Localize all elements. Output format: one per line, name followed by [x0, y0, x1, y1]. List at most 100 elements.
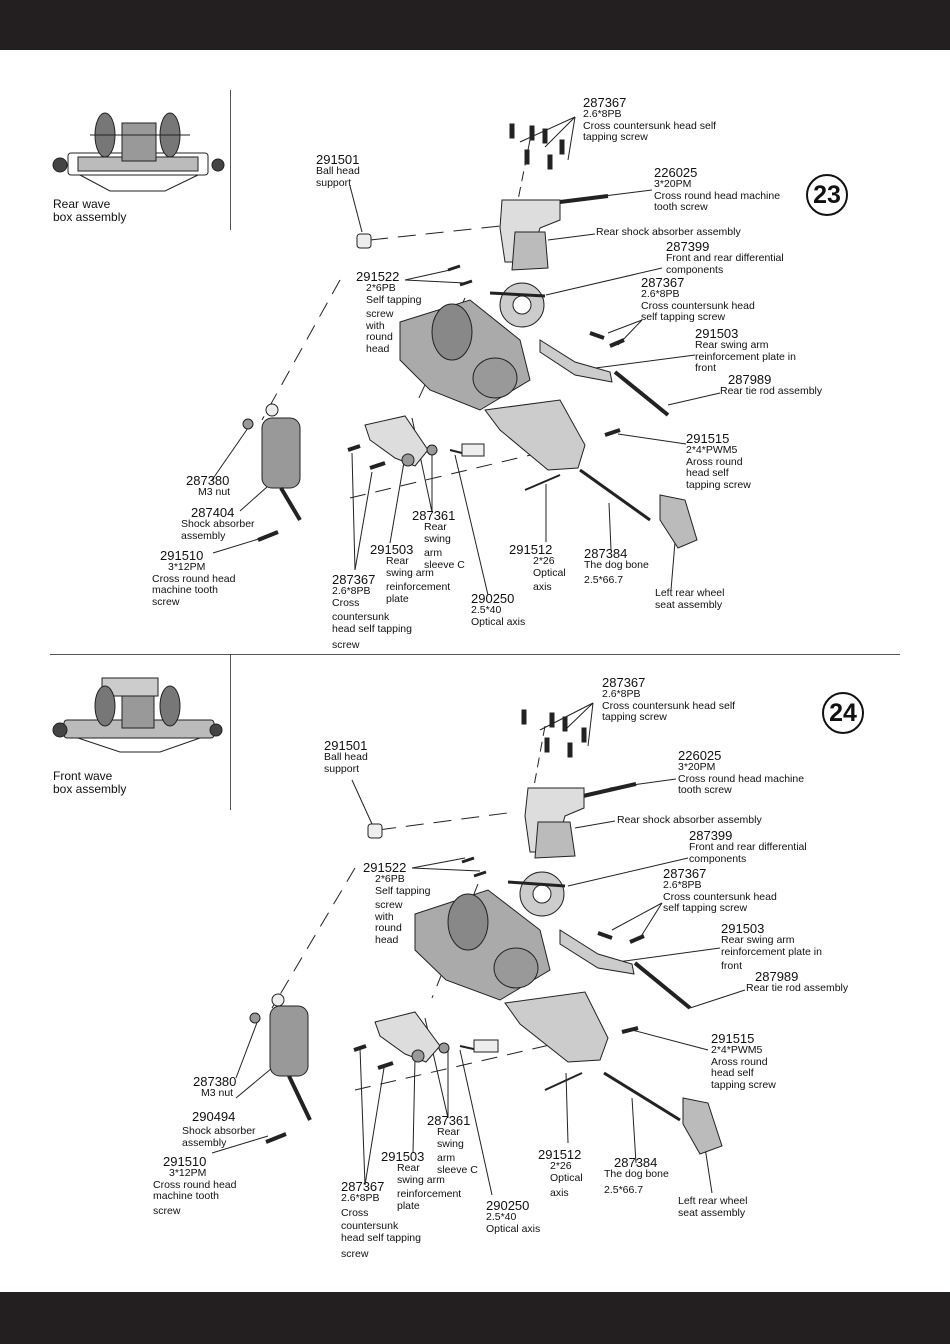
- part-name: front: [721, 960, 743, 972]
- part-name: head: [375, 933, 399, 946]
- label-291503-right: 291503 Rear swing arm reinforcement plat…: [695, 327, 796, 375]
- label-287361: 287361 Rear swing arm sleeve C: [427, 1114, 478, 1176]
- part-name: The dog bone: [584, 559, 649, 571]
- label-rear-shock-assembly: Rear shock absorber assembly: [617, 814, 762, 827]
- part-name: self tapping screw: [663, 902, 748, 914]
- part-number: 291503: [381, 1149, 425, 1164]
- label-291501: 291501 Ball head support: [316, 153, 360, 189]
- part-name: components: [666, 263, 724, 276]
- part-number: 287367: [663, 866, 707, 881]
- part-name: screw: [375, 899, 403, 911]
- part-name: arm: [424, 547, 443, 559]
- part-spec: 2.6*8PB: [583, 108, 622, 120]
- part-name: axis: [550, 1187, 569, 1199]
- part-spec: 3*12PM: [169, 1167, 207, 1179]
- part-number: 287361: [412, 508, 456, 523]
- part-name: tapping screw: [583, 131, 648, 143]
- part-number: 291501: [324, 738, 368, 753]
- part-number: 226025: [678, 748, 722, 763]
- part-name: Optical: [533, 566, 566, 579]
- part-spec: 2.6*8PB: [663, 879, 702, 891]
- part-name: head self: [686, 467, 729, 479]
- part-name: Cross countersunk head self: [583, 119, 717, 132]
- label-287367-low: 287367 2.6*8PB Cross countersunk head se…: [341, 1180, 421, 1261]
- part-name: round: [375, 922, 402, 934]
- label-287384: 287384 The dog bone 2.5*66.7: [604, 1156, 669, 1196]
- part-spec: 2*6PB: [366, 282, 396, 294]
- part-name: countersunk: [332, 611, 390, 623]
- part-name: Rear tie rod assembly: [720, 385, 823, 397]
- label-left-rear-wheel-seat: Left rear wheel seat assembly: [678, 1195, 747, 1219]
- part-spec: 2*26: [533, 555, 555, 567]
- part-name: screw: [152, 595, 180, 608]
- part-name: M3 nut: [198, 486, 231, 498]
- label-287404: 287404 Shock absorber assembly: [181, 506, 255, 542]
- thumbnail-rear-gearbox: Rear wave box assembly: [50, 90, 231, 230]
- part-number: 287384: [584, 546, 628, 561]
- part-name: Rear shock absorber assembly: [596, 226, 741, 238]
- part-spec: 3*20PM: [678, 761, 716, 773]
- thumbnail-caption: Front wave box assembly: [53, 770, 126, 796]
- part-name: Rear: [437, 1126, 460, 1138]
- label-287989: 287989 Rear tie rod assembly: [746, 970, 848, 995]
- caption-line: box assembly: [53, 782, 127, 796]
- part-name: Optical axis: [471, 615, 526, 628]
- part-name: sleeve C: [424, 558, 465, 571]
- part-name: head self tapping: [332, 622, 412, 635]
- part-name: Cross round head: [152, 572, 236, 585]
- part-name: Cross: [332, 596, 360, 609]
- label-291503-low: 291503 Rear swing arm reinforcement plat…: [381, 1150, 461, 1212]
- part-name: assembly: [182, 1136, 227, 1149]
- part-name: Cross round head machine: [654, 189, 781, 202]
- part-name: reinforcement plate in: [695, 350, 796, 363]
- part-spec: 2.5*40: [471, 604, 502, 616]
- part-name: Shock absorber: [181, 518, 255, 530]
- part-name: assembly: [181, 529, 226, 542]
- part-number: 287367: [602, 675, 646, 690]
- label-291501: 291501 Ball head support: [324, 739, 368, 775]
- part-name: swing arm: [386, 566, 434, 579]
- part-number: 287404: [191, 505, 235, 520]
- part-name: tooth screw: [654, 201, 708, 213]
- label-291510: 291510 3*12PM Cross round head machine t…: [153, 1155, 236, 1217]
- label-rear-shock-assembly: Rear shock absorber assembly: [596, 226, 741, 239]
- part-number: 291510: [163, 1154, 207, 1169]
- label-left-rear-wheel-seat: Left rear wheel seat assembly: [655, 587, 724, 611]
- part-name: sleeve C: [437, 1163, 478, 1176]
- top-banner: [0, 0, 950, 50]
- label-287380: 287380 M3 nut: [193, 1075, 236, 1100]
- part-name: screw: [332, 639, 360, 651]
- part-spec: 3*12PM: [168, 561, 206, 573]
- part-name: M3 nut: [201, 1087, 234, 1099]
- part-name: head self tapping: [341, 1231, 421, 1244]
- part-name: with: [375, 910, 394, 923]
- part-number: 291512: [509, 542, 553, 557]
- part-number: 287399: [666, 239, 710, 254]
- label-287367-low: 287367 2.6*8PB Cross countersunk head se…: [332, 573, 412, 652]
- part-name: Rear swing arm: [721, 934, 795, 946]
- label-287361: 287361 Rear swing arm sleeve C: [412, 509, 465, 571]
- part-name: seat assembly: [655, 598, 723, 611]
- part-name: Aross round: [711, 1055, 768, 1068]
- part-name: Cross round head machine: [678, 772, 805, 785]
- part-name: swing: [437, 1137, 464, 1150]
- step-number: 24: [822, 692, 864, 734]
- part-name: support: [316, 176, 352, 189]
- part-name: head: [366, 342, 390, 355]
- part-number: 287989: [755, 969, 799, 984]
- label-287367-top: 287367 2.6*8PB Cross countersunk head se…: [602, 676, 735, 724]
- label-287399: 287399 Front and rear differential compo…: [666, 240, 784, 276]
- part-name: Optical axis: [486, 1222, 541, 1235]
- part-name: swing arm: [397, 1173, 445, 1186]
- caption-line: Front wave: [53, 769, 113, 783]
- part-number: 287367: [641, 275, 685, 290]
- part-spec: 2.6*8PB: [341, 1192, 380, 1204]
- part-name: Cross countersunk head: [641, 299, 755, 312]
- part-name: machine tooth: [153, 1190, 219, 1202]
- part-name: reinforcement: [397, 1188, 462, 1200]
- label-291503-low: 291503 Rear swing arm reinforcement plat…: [370, 543, 450, 605]
- bottom-banner: [0, 1292, 950, 1344]
- part-name: Rear swing arm: [695, 339, 769, 351]
- label-287384: 287384 The dog bone 2.5*66.7: [584, 547, 649, 586]
- part-name: Rear shock absorber assembly: [617, 814, 762, 826]
